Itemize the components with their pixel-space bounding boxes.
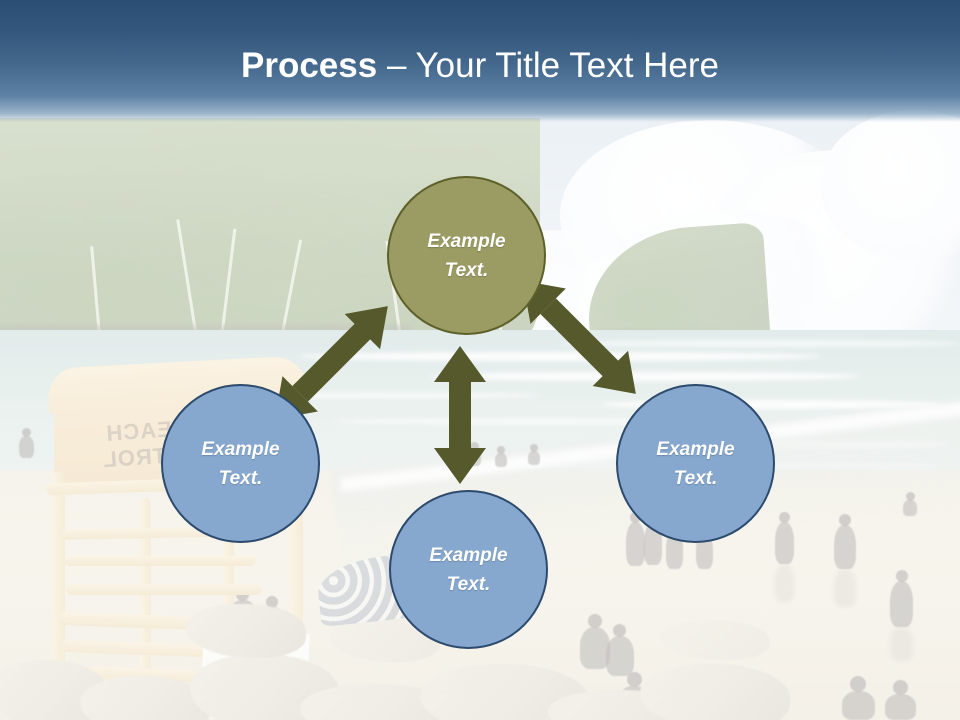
node-label-line2: Text.: [218, 467, 263, 489]
page-title: Process – Your Title Text Here: [0, 46, 960, 86]
process-node-left[interactable]: Example Text.: [161, 384, 320, 543]
process-node-bottom[interactable]: Example Text.: [389, 490, 548, 649]
node-label-line1: Example: [427, 230, 506, 252]
node-label-line2: Text.: [673, 467, 718, 489]
process-node-right[interactable]: Example Text.: [616, 384, 775, 543]
process-node-top[interactable]: Example Text.: [387, 176, 546, 335]
node-label-line2: Text.: [444, 259, 489, 281]
node-label-line1: Example: [429, 544, 508, 566]
title-bar: [0, 0, 960, 122]
node-label-line1: Example: [201, 438, 280, 460]
page-title-strong: Process: [241, 46, 378, 85]
node-label-line1: Example: [656, 438, 735, 460]
page-title-separator: –: [377, 46, 416, 85]
node-label-line2: Text.: [446, 573, 491, 595]
connector-center-vertical-shape: [434, 346, 486, 484]
page-title-light: Your Title Text Here: [415, 46, 720, 85]
